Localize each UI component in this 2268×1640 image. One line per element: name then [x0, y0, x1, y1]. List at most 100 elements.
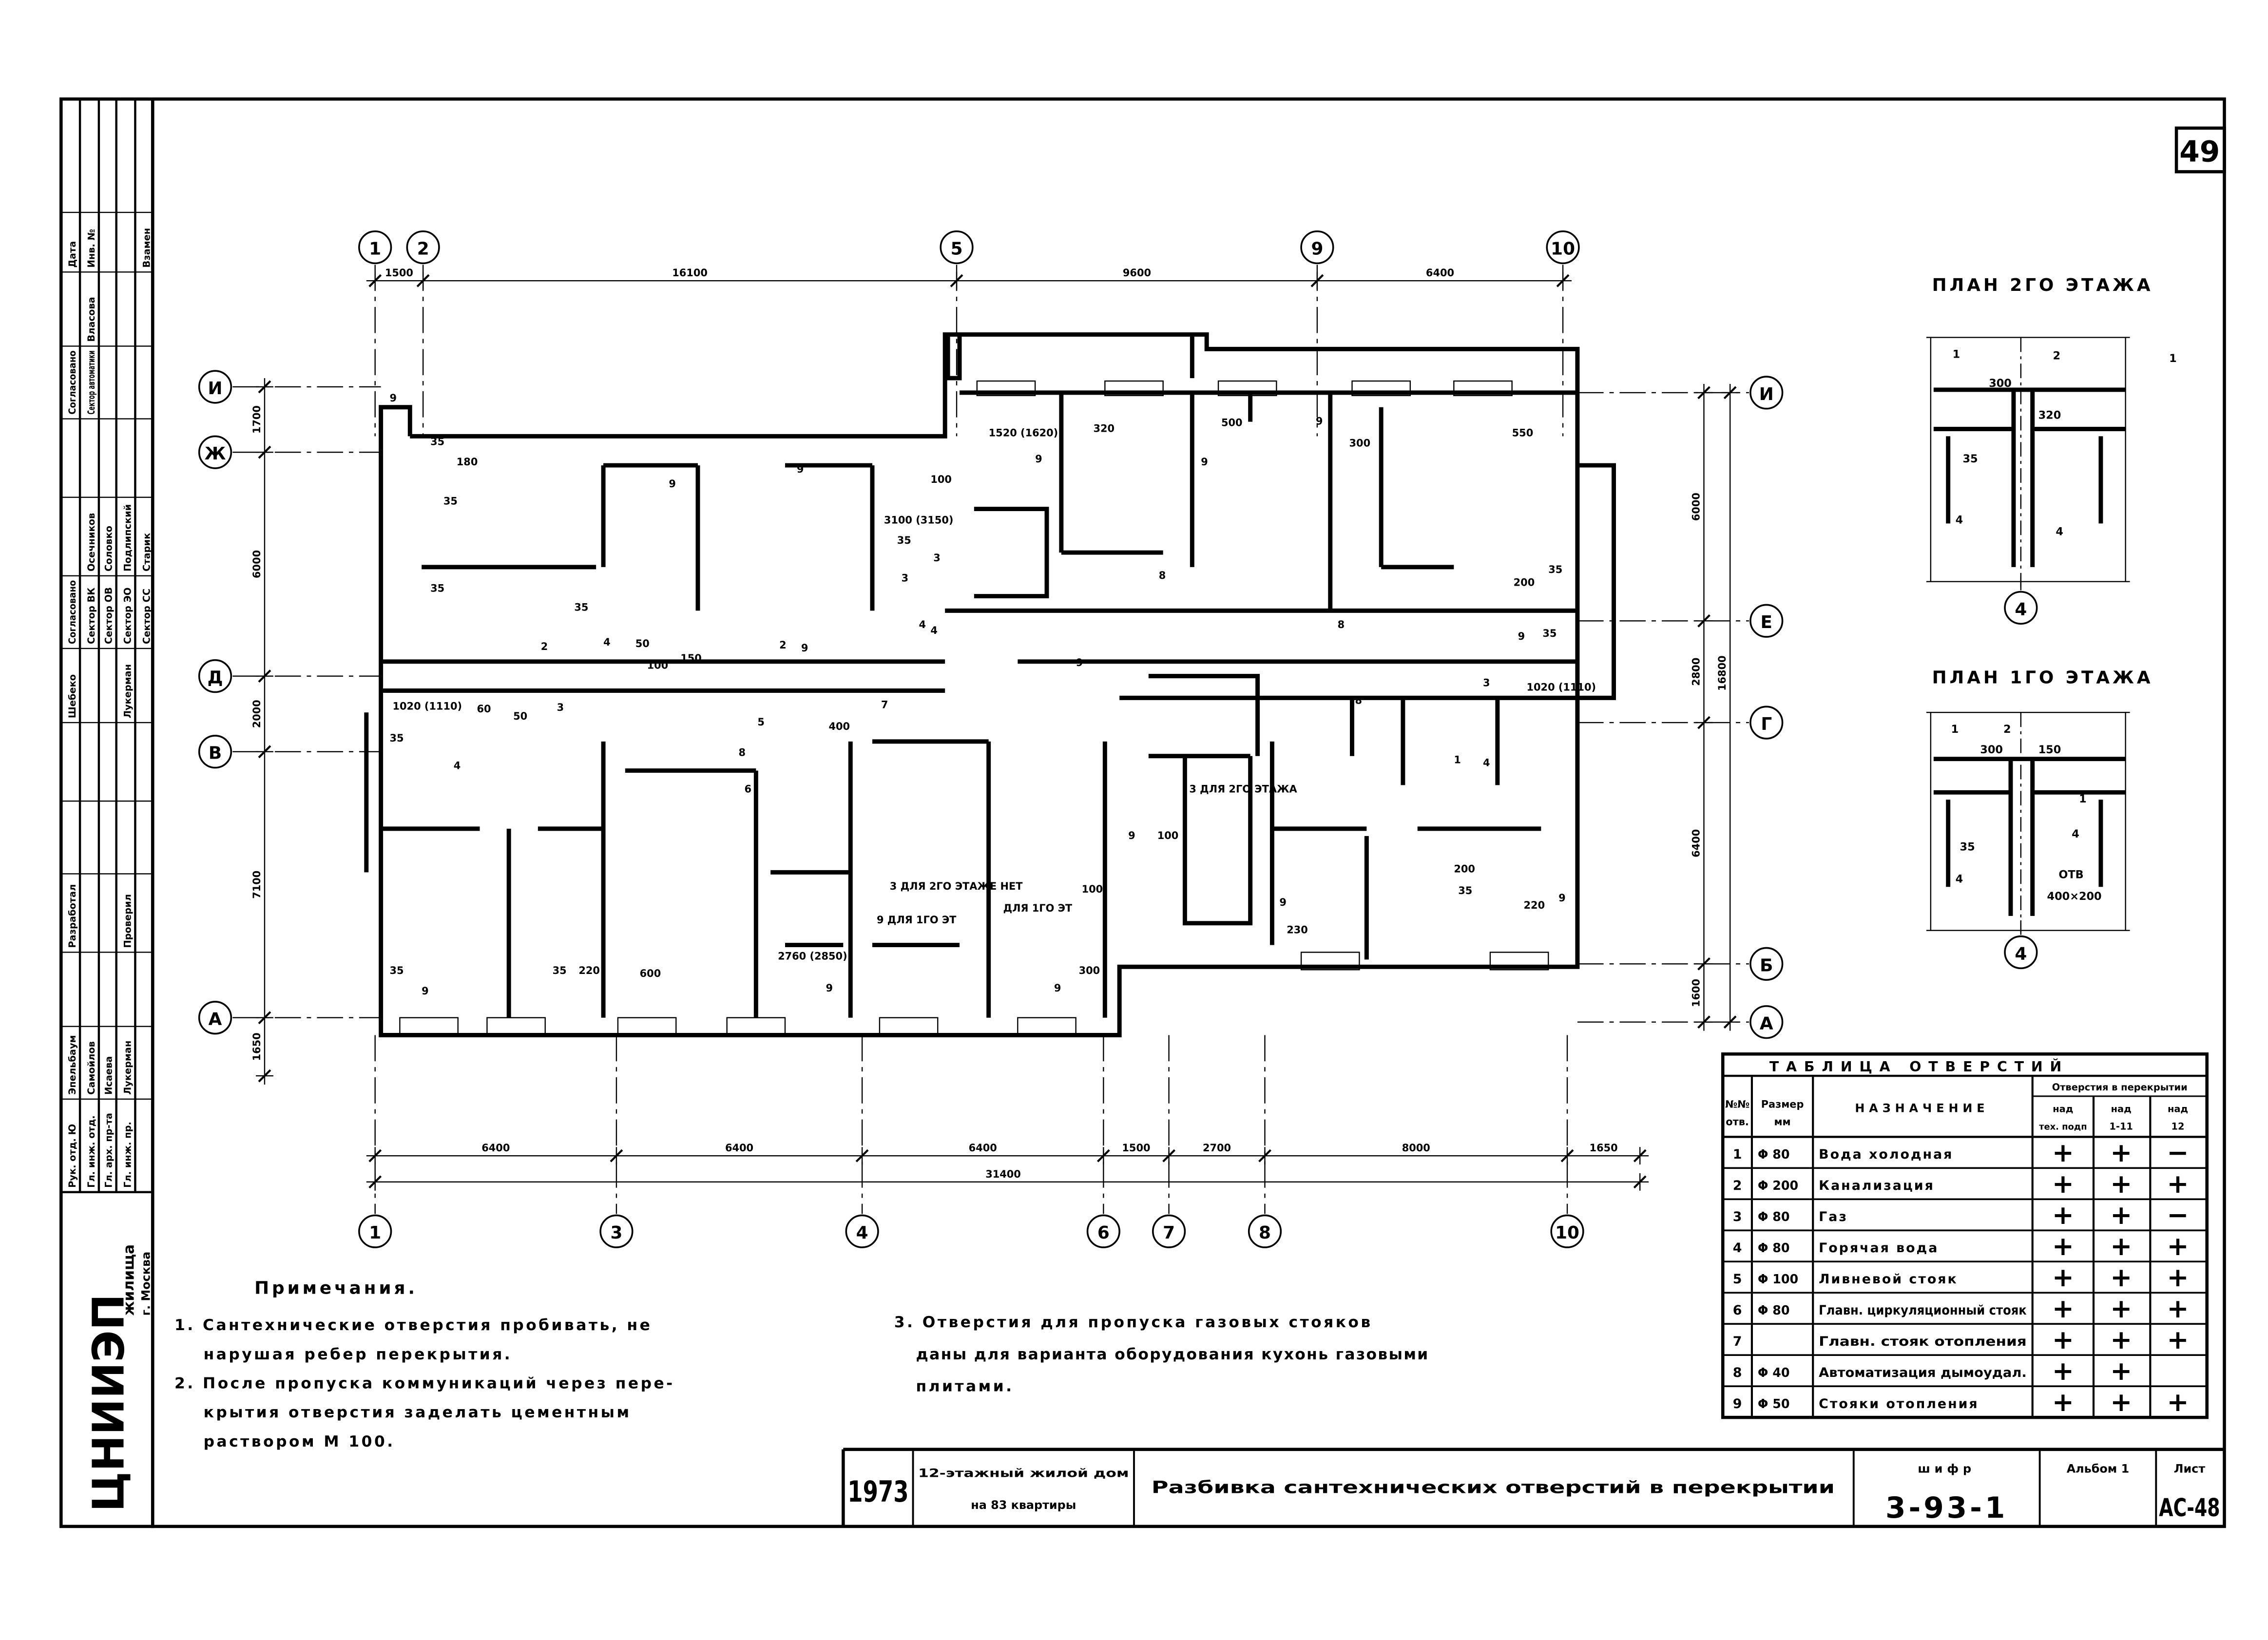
axis-marker-bottom: 4: [845, 1214, 879, 1248]
row-number: 6: [1733, 1303, 1742, 1318]
plan-annotation: 300: [1079, 965, 1100, 976]
stamp-cell: Власова: [86, 297, 97, 342]
axis-marker-top: 9: [1300, 230, 1334, 265]
axis-label: И: [1759, 384, 1774, 404]
axis-label: 10: [1555, 1223, 1579, 1243]
row-mark: +: [2052, 1262, 2074, 1293]
plan-annotation: 200: [1454, 863, 1475, 875]
balcony: [399, 1017, 459, 1036]
row-mark: +: [2110, 1168, 2132, 1199]
row-mark: +: [2167, 1168, 2189, 1199]
plan-annotation: 1: [1454, 754, 1461, 766]
row-purpose: Ливневой стояк: [1819, 1272, 1958, 1287]
plan-annotation: 9: [422, 985, 429, 997]
axis-marker-left: И: [198, 370, 232, 404]
row-mark: +: [2052, 1355, 2074, 1386]
plan-annotation: 8: [1338, 619, 1345, 630]
row-mark: +: [2110, 1355, 2132, 1386]
album: Альбом 1: [2067, 1462, 2130, 1476]
dimension-label: 1650: [251, 1032, 263, 1061]
plan-annotation: 3: [557, 702, 564, 713]
inset-label: 300: [1989, 377, 2012, 390]
dimension-label: 6400: [725, 1142, 753, 1154]
inset-label: 2: [2003, 723, 2011, 736]
plan-annotation: ДЛЯ 1ГО ЭТ: [1003, 902, 1073, 914]
header-col1: над: [2053, 1104, 2073, 1115]
plan-annotation: 6: [744, 783, 751, 795]
plan-annotation: 1020 (1110): [393, 700, 462, 712]
plan-annotation: 35: [390, 965, 404, 976]
sheet-label: Лист: [2174, 1462, 2206, 1476]
axis-label: И: [208, 379, 223, 399]
row-mark: +: [2052, 1168, 2074, 1199]
note-line: 2. После пропуска коммуникаций через пер…: [174, 1374, 675, 1392]
plan-annotation: 9: [390, 392, 397, 404]
row-size: Φ 100: [1758, 1272, 1798, 1286]
row-size: Φ 40: [1758, 1365, 1790, 1380]
axis-label: Б: [1760, 955, 1773, 975]
axis-label: Ж: [205, 444, 226, 464]
axis-marker-bottom: 7: [1152, 1214, 1186, 1248]
plan-annotation: 35: [1458, 885, 1472, 896]
row-purpose: Газ: [1819, 1209, 1848, 1224]
axis-marker-right: А: [1749, 1005, 1784, 1039]
axis-marker-right: Е: [1749, 604, 1784, 638]
stamp-cell: Старик: [141, 533, 152, 572]
dimension-label: 7100: [251, 871, 263, 899]
plan-annotation: 200: [1514, 577, 1535, 589]
dimension-label: 2800: [1691, 658, 1702, 686]
plan-annotation: 1020 (1110): [1527, 681, 1596, 693]
org-subtitle: жилища: [120, 1244, 137, 1316]
stamp-cell: Гл. арх. пр-та: [103, 1113, 115, 1188]
balcony: [1104, 380, 1164, 397]
header-size: Размер: [1761, 1099, 1804, 1110]
inset-label: 35: [1960, 841, 1975, 854]
inset-2-title: ПЛАН 2ГО ЭТАЖА: [1932, 275, 2153, 295]
notes-title: Примечания.: [254, 1278, 418, 1298]
plan-annotation: 35: [430, 436, 444, 447]
row-number: 8: [1733, 1365, 1742, 1380]
inset-axis-label: 4: [2015, 944, 2027, 964]
row-number: 2: [1733, 1178, 1742, 1193]
stamp-cell: Инв. №: [86, 229, 97, 267]
row-mark: +: [2052, 1387, 2074, 1417]
inset-axis-label: 4: [2015, 599, 2027, 619]
plan-annotation: 9: [1279, 896, 1287, 908]
row-mark: +: [2167, 1262, 2189, 1293]
plan-annotation: 35: [553, 965, 567, 976]
plan-annotation: 320: [1093, 422, 1115, 434]
plan-annotation: 3 ДЛЯ 2ГО ЭТАЖЕ НЕТ: [890, 880, 1023, 892]
balcony: [1300, 952, 1360, 971]
plan-annotation: 9: [669, 478, 676, 490]
inset-label: ОТВ: [2058, 868, 2083, 881]
row-purpose: Канализация: [1819, 1178, 1935, 1193]
plan-annotation: 220: [1524, 899, 1545, 911]
stamp-cell: Лукерман: [122, 664, 133, 718]
plan-annotation: 60: [477, 703, 491, 715]
axis-lines: [232, 265, 1749, 1214]
stamp-cell: Гл. инж. отд.: [86, 1115, 97, 1188]
header-col2: 1-11: [2109, 1121, 2133, 1132]
plan-annotation: 50: [635, 638, 650, 649]
plan-annotation: 9 ДЛЯ 1ГО ЭТ: [877, 914, 957, 926]
axis-label: 2: [417, 239, 429, 259]
plan-annotation: 4: [1483, 757, 1490, 769]
stamp-cell: Самойлов: [86, 1041, 97, 1095]
plan-annotation: 3: [1483, 677, 1490, 689]
inset-label: 4: [1956, 873, 1963, 885]
stamp-cell: Рук. отд. Ю: [67, 1124, 78, 1188]
dimension-label: 2000: [251, 700, 263, 728]
stamp-cell: Сектор автоматики: [86, 350, 97, 414]
inset-label: 1: [2079, 793, 2087, 805]
dimension-label: 6000: [1691, 493, 1702, 521]
plan-annotation: 180: [457, 456, 478, 468]
note-line: крытия отверстия заделать цементным: [204, 1404, 632, 1421]
balcony: [1017, 1017, 1076, 1036]
axis-marker-top: 1: [358, 230, 392, 265]
